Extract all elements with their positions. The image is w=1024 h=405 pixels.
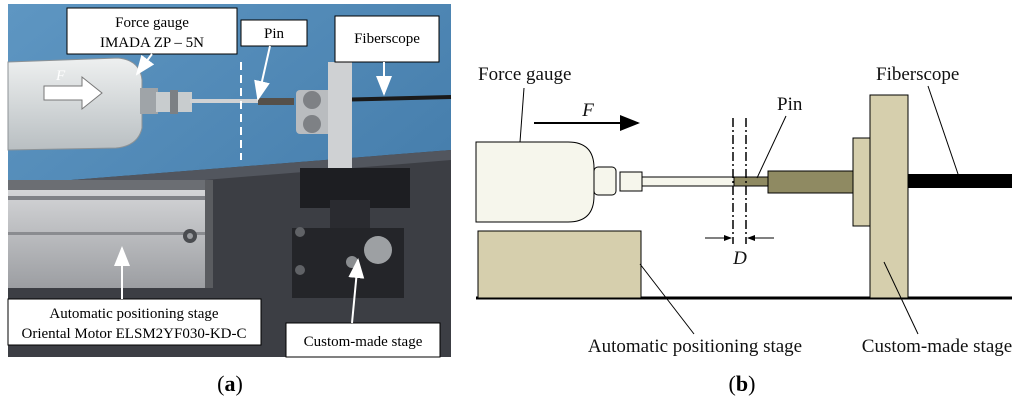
schematic-custom-stage	[869, 94, 909, 299]
leader-custom-stage	[883, 261, 919, 335]
label-pin: Pin	[777, 94, 803, 115]
panel-b-schematic: D F Force gauge Pin Fiberscope Automatic…	[475, 64, 1012, 357]
schematic-force-symbol: F	[581, 100, 594, 121]
schematic-positioning-stage	[477, 230, 642, 299]
label-custom-stage: Custom-made stage	[862, 336, 1012, 357]
callout-pin-label: Pin	[264, 26, 285, 42]
schematic-pin	[733, 176, 769, 187]
callout-custom-stage-pointer	[348, 258, 365, 324]
panel-a-label: (a)	[217, 371, 243, 396]
photo-force-gauge	[7, 57, 260, 151]
schematic-fiberscope	[908, 174, 1012, 188]
leader-force-gauge	[519, 87, 525, 143]
callout-positioning-stage: Automatic positioning stage Oriental Mot…	[7, 246, 262, 346]
schematic-gauge-connector-1	[593, 166, 617, 196]
callout-custom-stage: Custom-made stage	[285, 258, 441, 358]
callout-fiberscope: Fiberscope	[334, 15, 440, 96]
schematic-custom-stage-plate	[852, 137, 871, 227]
photo-pin	[258, 98, 294, 105]
schematic-gauge-connector-2	[619, 171, 643, 192]
callout-custom-stage-label: Custom-made stage	[304, 334, 423, 350]
callout-stage-line1: Automatic positioning stage	[49, 306, 218, 322]
schematic-pin-holder	[767, 170, 855, 194]
panel-a-photo: F	[7, 4, 452, 357]
leader-fiberscope	[927, 85, 959, 175]
callout-pin: Pin	[240, 19, 308, 101]
callout-pin-pointer	[254, 45, 271, 101]
callout-fiberscope-label: Fiberscope	[354, 31, 420, 47]
callout-force-gauge-line2: IMADA ZP – 5N	[100, 35, 204, 51]
label-fiberscope: Fiberscope	[876, 64, 959, 85]
callout-force-gauge: Force gauge IMADA ZP – 5N	[66, 7, 238, 76]
schematic-gauge-rod	[641, 176, 735, 187]
distance-symbol: D	[732, 248, 747, 269]
callout-stage-line2: Oriental Motor ELSM2YF030-KD-C	[22, 326, 247, 342]
leader-pin	[756, 115, 787, 179]
label-force-gauge: Force gauge	[478, 64, 571, 85]
leader-automatic-stage	[639, 263, 695, 335]
label-automatic-stage: Automatic positioning stage	[588, 336, 802, 357]
photo-positioning-stage	[8, 180, 213, 288]
callout-force-gauge-pointer	[135, 53, 155, 76]
photo-force-symbol: F	[55, 68, 66, 84]
callout-force-gauge-line1: Force gauge	[115, 15, 189, 31]
photo-force-arrow	[43, 75, 103, 111]
schematic-force-gauge	[475, 141, 595, 223]
photo-custom-stage	[292, 62, 410, 298]
panel-b-label: (b)	[729, 371, 756, 396]
